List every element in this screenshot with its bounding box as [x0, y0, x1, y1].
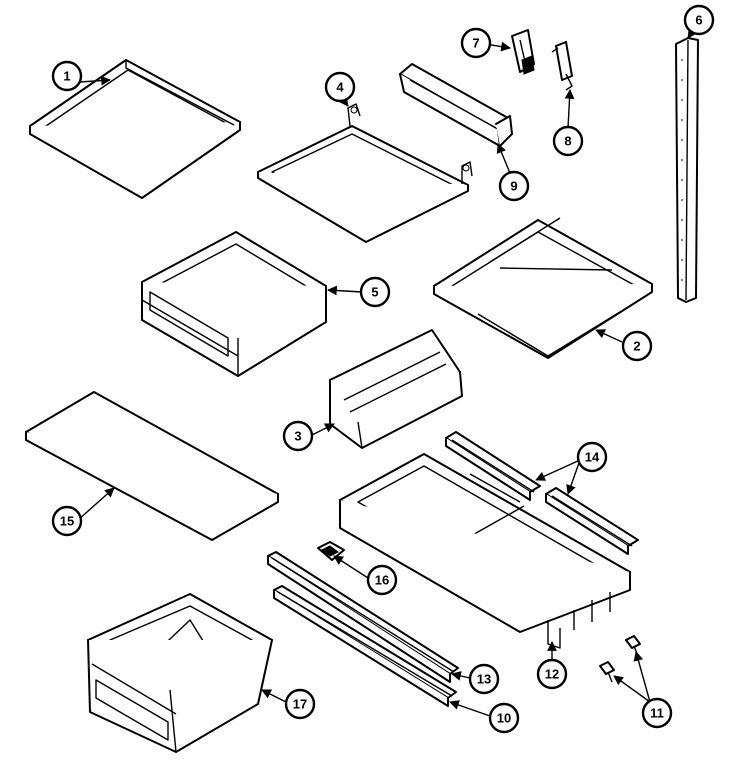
part-7-clip [511, 29, 535, 75]
callout-17: 17 [284, 688, 316, 720]
part-14-trim-strips [445, 431, 639, 555]
callout-9: 9 [498, 170, 530, 202]
callout-8: 8 [552, 125, 584, 157]
callout-13-label: 13 [477, 672, 491, 687]
callout-14-label: 14 [585, 450, 600, 465]
part-9-shelf-bracket [399, 63, 513, 147]
callout-7: 7 [460, 27, 492, 59]
callout-12: 12 [536, 658, 568, 690]
part-11-screws [599, 635, 641, 683]
part-4-wire-shelf [257, 103, 473, 243]
part-3-dairy-tray [329, 329, 463, 449]
callout-6: 6 [683, 4, 715, 36]
callout-1: 1 [51, 60, 83, 92]
callout-4: 4 [324, 71, 356, 103]
callout-2: 2 [621, 330, 653, 362]
callout-3: 3 [282, 420, 314, 452]
part-12-crisper-cover [339, 453, 631, 649]
callout-5: 5 [359, 276, 391, 308]
callout-3-label: 3 [294, 429, 301, 444]
callout-16-label: 16 [375, 573, 389, 588]
callout-15-label: 15 [60, 514, 74, 529]
callout-11: 11 [641, 697, 673, 729]
callout-16: 16 [366, 564, 398, 596]
part-16-clip [317, 541, 345, 561]
callout-6-label: 6 [695, 13, 702, 28]
part-15-glass-panel [25, 391, 279, 541]
callout-17-label: 17 [293, 697, 307, 712]
callout-10: 10 [488, 702, 520, 734]
callout-15: 15 [51, 505, 83, 537]
callout-11-label: 11 [650, 706, 664, 721]
callout-1-label: 1 [63, 69, 70, 84]
part-2-framed-shelf [433, 217, 653, 359]
callout-8-label: 8 [564, 134, 571, 149]
callout-5-label: 5 [371, 285, 378, 300]
part-8-hook [551, 41, 573, 91]
callout-4-label: 4 [336, 80, 344, 95]
part-17-drawer [87, 593, 273, 753]
callout-7-label: 7 [472, 36, 479, 51]
callout-9-label: 9 [510, 179, 517, 194]
callout-12-label: 12 [545, 667, 559, 682]
callout-14: 14 [576, 441, 608, 473]
part-5-crisper-drawer [141, 231, 327, 377]
callout-13: 13 [468, 663, 500, 695]
part-6-vertical-rail [675, 37, 699, 303]
part-10-long-strip [273, 585, 457, 707]
callout-2-label: 2 [633, 339, 640, 354]
part-13-long-strip [267, 551, 459, 683]
part-1-glass-shelf [29, 59, 241, 199]
callout-10-label: 10 [497, 711, 511, 726]
